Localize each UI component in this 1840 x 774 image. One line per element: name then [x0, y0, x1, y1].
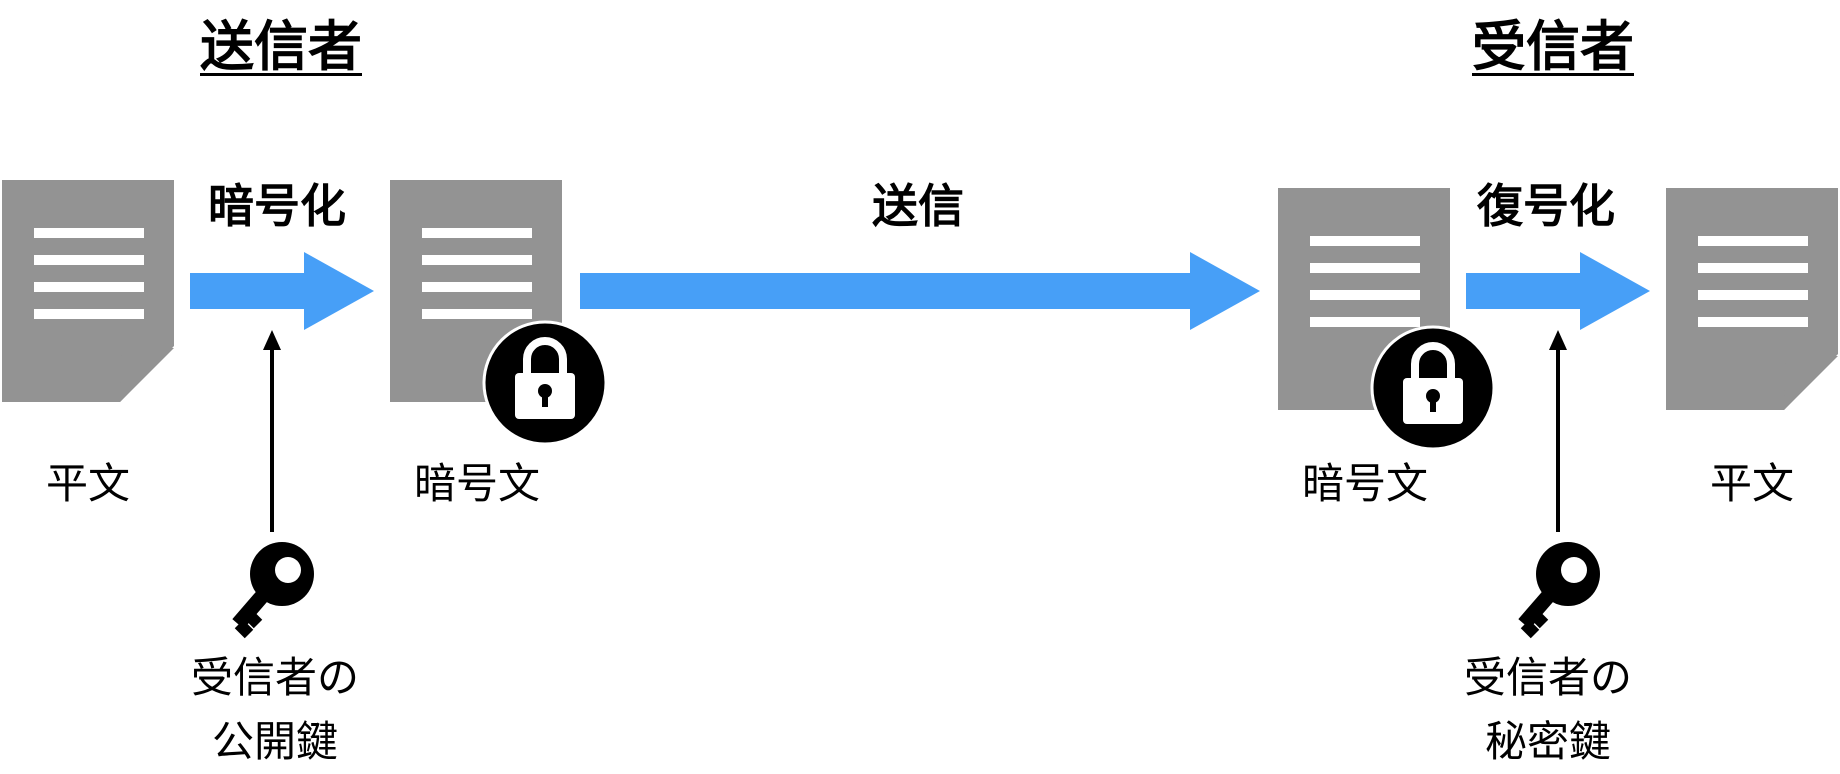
public-key-label-line2: 公開鍵 — [211, 717, 338, 766]
sender-plaintext-label: 平文 — [46, 459, 131, 508]
sender-heading: 送信者 — [200, 15, 362, 78]
receiver-lock-icon — [1370, 325, 1496, 451]
encrypt-arrow — [190, 252, 374, 330]
sender-ciphertext-label: 暗号文 — [414, 459, 541, 508]
public-key-up-arrow — [263, 330, 281, 532]
receiver-heading: 受信者 — [1472, 15, 1634, 78]
private-key-label-line2: 秘密鍵 — [1484, 717, 1611, 766]
public-key-label-line1: 受信者の — [190, 653, 359, 702]
receiver-ciphertext-label: 暗号文 — [1302, 459, 1429, 508]
send-arrow — [580, 252, 1260, 330]
private-key-icon — [1518, 542, 1600, 639]
public-key-icon — [232, 542, 314, 639]
sender-lock-icon — [482, 320, 608, 446]
private-key-label: 受信者の 秘密鍵 — [1463, 646, 1633, 774]
decrypt-step-label: 復号化 — [1477, 179, 1615, 233]
decrypt-arrow — [1466, 252, 1650, 330]
encrypt-step-label: 暗号化 — [208, 179, 346, 233]
private-key-label-line1: 受信者の — [1463, 653, 1632, 702]
receiver-plaintext-label: 平文 — [1710, 459, 1795, 508]
private-key-up-arrow — [1549, 330, 1567, 532]
sender-plaintext-document-icon — [2, 180, 174, 402]
receiver-plaintext-document-icon — [1666, 188, 1838, 410]
send-step-label: 送信 — [872, 179, 964, 233]
public-key-label: 受信者の 公開鍵 — [190, 646, 360, 774]
